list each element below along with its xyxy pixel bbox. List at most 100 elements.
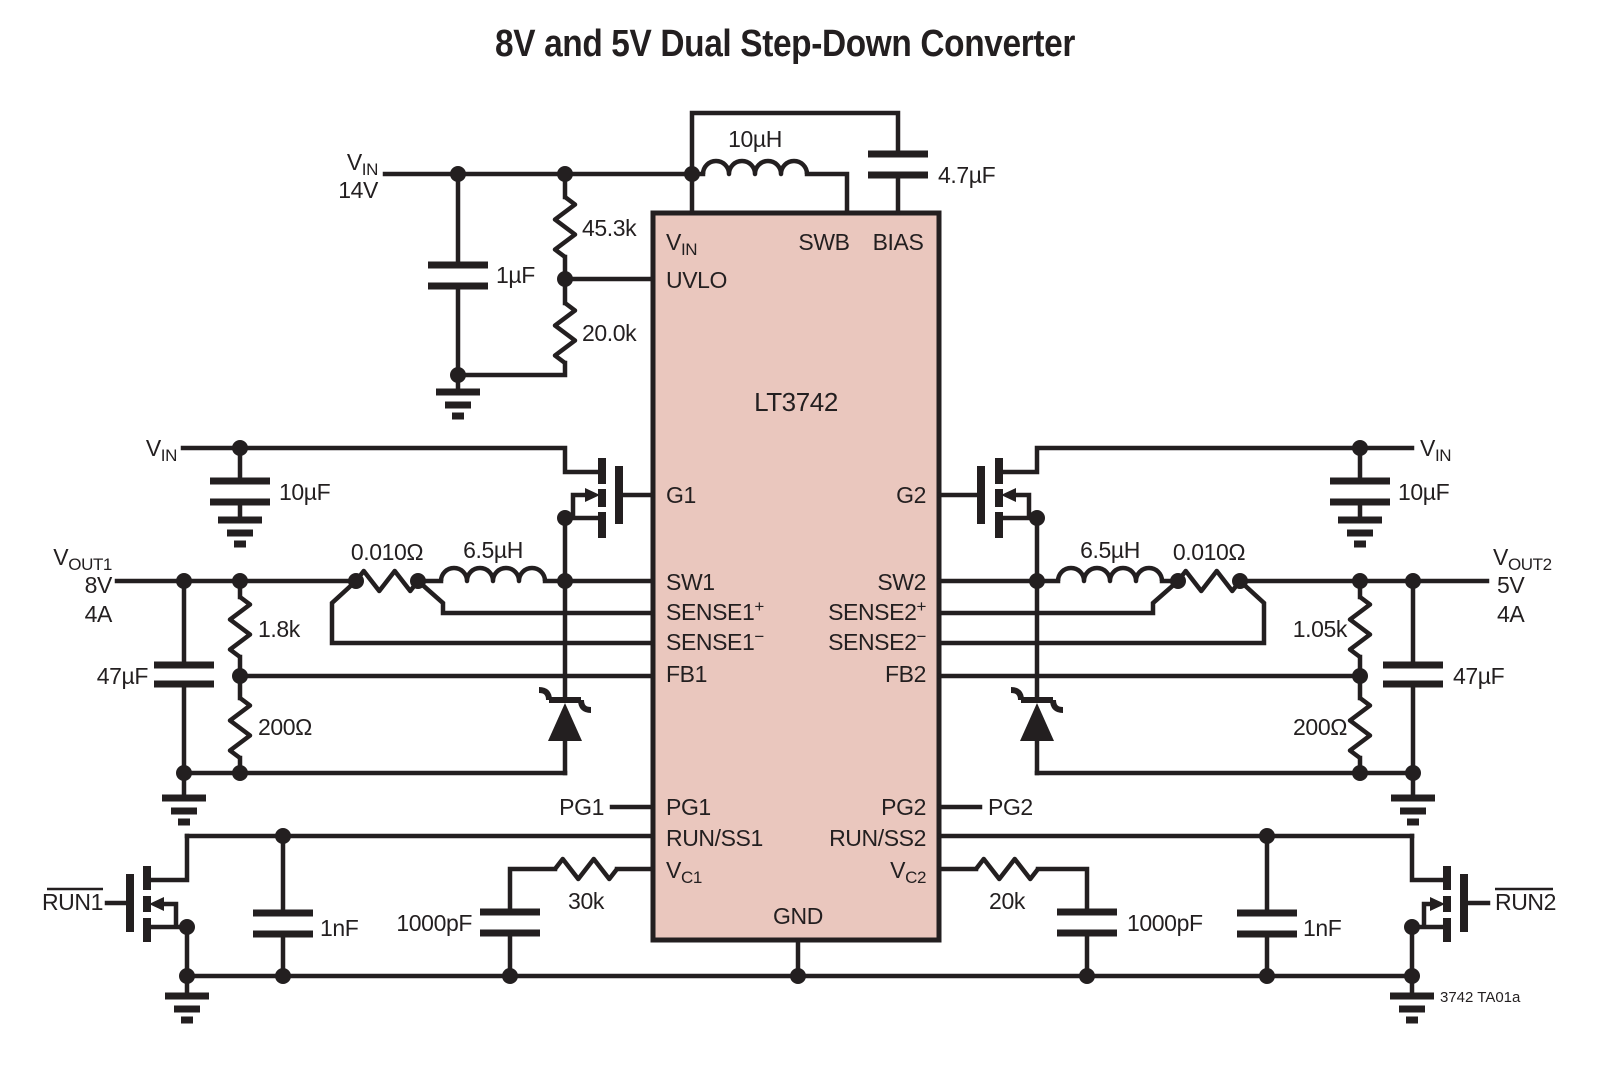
resistor-200ohm-2 <box>1347 696 1373 760</box>
resistor-1k8 <box>227 595 253 659</box>
resistor-200ohm-1 <box>227 696 253 760</box>
label-rsense-ch1: 0.010Ω <box>351 539 424 565</box>
junction-dot <box>176 765 192 781</box>
vin-ch2-sub: IN <box>1435 446 1451 465</box>
junction-dot <box>1352 573 1368 589</box>
inductors <box>438 158 1165 584</box>
capacitor-47uF-ch2 <box>1383 661 1443 688</box>
label-vout1: VOUT1 <box>53 544 112 574</box>
junction-dot <box>790 968 806 984</box>
diode2-cathode-bar <box>1010 687 1064 713</box>
capacitor-1nF-ch1 <box>253 909 313 938</box>
pin-label-fb2: FB2 <box>885 661 926 687</box>
pin-sense1-main: SENSE1 <box>666 599 754 625</box>
schottky-diode-ch2 <box>1010 687 1064 741</box>
label-vout2: VOUT2 <box>1493 544 1552 574</box>
junction-dot <box>1352 668 1368 684</box>
pin-sense2-minus-sign: − <box>916 627 926 646</box>
wire-bias-loop <box>689 110 901 216</box>
label-resistor-45k3: 45.3k <box>582 215 637 241</box>
junction-dot <box>1404 968 1420 984</box>
inductor-10uH <box>700 158 810 177</box>
label-pg1-external: PG1 <box>559 794 604 820</box>
label-rtop-ch1: 1.8k <box>258 616 301 642</box>
label-rbot-ch2: 200Ω <box>1293 714 1347 740</box>
pin-label-gnd: GND <box>773 903 823 929</box>
ground-icon-run2 <box>1390 992 1434 1024</box>
pin-label-sw2: SW2 <box>877 569 926 595</box>
wire-sense2-plus <box>936 577 1182 616</box>
mosfet-g2-arrow-icon <box>1001 488 1016 502</box>
pin-label-sw1: SW1 <box>666 569 715 595</box>
label-rvc-ch2: 20k <box>989 888 1026 914</box>
label-cout-ch2: 47µF <box>1453 663 1505 689</box>
pin-label-uvlo: UVLO <box>666 267 727 293</box>
junction-dot <box>1079 968 1095 984</box>
label-vin-voltage: 14V <box>338 177 379 203</box>
junction-dot <box>275 968 291 984</box>
junction-dots <box>176 166 1421 984</box>
junction-dot <box>557 510 573 526</box>
pin-label-g1: G1 <box>666 482 696 508</box>
junction-dot <box>1405 765 1421 781</box>
schottky-diode-ch1 <box>538 687 592 741</box>
label-vout1-volts: 8V <box>85 572 113 598</box>
resistor-sense2 <box>1176 568 1242 594</box>
capacitor-1000pF-ch1 <box>480 908 540 937</box>
pin-label-bias: BIAS <box>873 229 924 255</box>
resistor-30k <box>553 856 619 882</box>
vin-ch1-sub: IN <box>161 446 177 465</box>
resistor-20k <box>974 856 1040 882</box>
junction-dot <box>348 573 364 589</box>
pin-label-sense2-minus: SENSE2− <box>828 627 926 655</box>
junction-dot <box>179 919 195 935</box>
capacitors <box>154 150 1443 938</box>
pin-label-sense1-minus: SENSE1− <box>666 627 764 655</box>
junction-dot <box>1029 573 1045 589</box>
ic-body <box>650 210 942 943</box>
capacitor-47uF-ch1 <box>154 661 214 688</box>
junction-dot <box>450 166 466 182</box>
capacitor-1000pF-ch2 <box>1057 908 1117 937</box>
junction-dot <box>557 271 573 287</box>
vout2-sub: OUT2 <box>1508 555 1552 574</box>
mosfet-g1 <box>585 458 623 538</box>
junction-dot <box>232 440 248 456</box>
capacitor-4uF7 <box>868 150 928 179</box>
label-cout-ch1: 47µF <box>97 663 149 689</box>
pin-label-sense1-plus: SENSE1+ <box>666 597 764 625</box>
vin-main: V <box>347 149 363 175</box>
capacitor-10uF-ch1 <box>210 477 270 506</box>
input-section-wires <box>382 110 901 395</box>
mosfet-g1-arrow-icon <box>585 488 600 502</box>
input-section-labels: VIN 14V 45.3k 1µF 20.0k 10µH 4.7µF <box>338 126 996 346</box>
pin-sense1-main2: SENSE1 <box>666 629 754 655</box>
pin-label-vc2: VC2 <box>890 857 926 887</box>
label-css-ch2: 1nF <box>1303 915 1342 941</box>
junction-dot <box>684 166 700 182</box>
pin-sense2-plus-sign: + <box>916 597 926 616</box>
pin-label-runss2: RUN/SS2 <box>829 825 926 851</box>
resistor-45k3 <box>552 195 578 259</box>
junction-dot <box>179 968 195 984</box>
mosfet-run2 <box>1430 866 1468 942</box>
label-cvc-ch1: 1000pF <box>396 910 472 936</box>
diode1-cathode-bar <box>538 687 592 713</box>
pin-label-vc1: VC1 <box>666 857 702 887</box>
pin-vin-sub: IN <box>681 240 697 259</box>
label-rsense-ch2: 0.010Ω <box>1173 539 1246 565</box>
mosfet-run1-arrow-icon <box>149 897 164 911</box>
ic-lt3742: LT3742 <box>650 210 942 943</box>
label-rtop-ch2: 1.05k <box>1293 616 1348 642</box>
inductor-6uH5-ch1 <box>438 565 548 584</box>
label-rbot-ch1: 200Ω <box>258 714 312 740</box>
diode1-anode-triangle <box>548 703 582 741</box>
resistors <box>227 195 1373 882</box>
label-css-ch1: 1nF <box>320 915 359 941</box>
label-inductor-10uH: 10µH <box>728 126 782 152</box>
vin-sub: IN <box>362 160 378 179</box>
vout2-main: V <box>1493 544 1509 570</box>
label-pg2-external: PG2 <box>988 794 1033 820</box>
junction-dot <box>232 573 248 589</box>
